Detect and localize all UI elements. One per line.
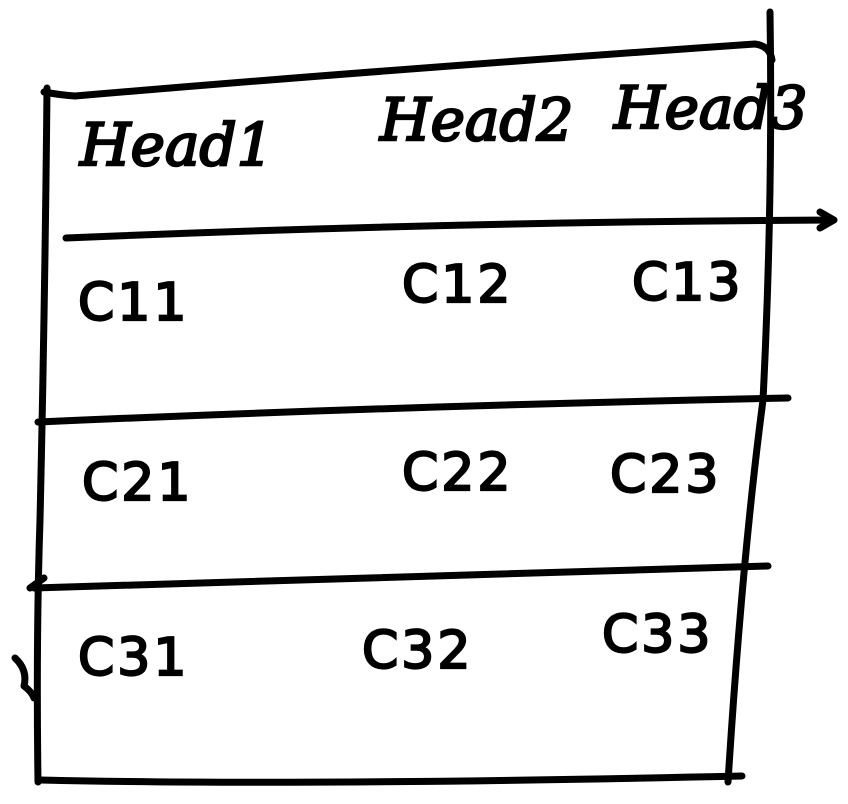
table-cell: C23 (610, 445, 721, 505)
table-row: C21 C22 C23 (81, 442, 721, 514)
table-cell: C22 (402, 443, 513, 503)
header-divider-arrow (62, 208, 838, 242)
table-cell: C31 (78, 628, 189, 688)
table-header-row: Head1 Head2 Head3 (78, 73, 809, 180)
frame-top-line (40, 40, 776, 100)
table-cell: C21 (82, 453, 193, 513)
table-cell: C13 (632, 253, 743, 313)
column-header-1: Head1 (79, 111, 274, 179)
table-row: C11 C12 C13 (77, 252, 743, 334)
row-divider-1 (34, 394, 792, 426)
table-cell: C12 (402, 255, 513, 315)
row-dividers (26, 208, 838, 592)
table-cell: C11 (78, 273, 189, 333)
column-header-2: Head2 (379, 86, 574, 154)
left-bracket-mark (11, 654, 38, 702)
frame-bottom-line (36, 772, 746, 786)
table-row: C31 C32 C33 (77, 604, 713, 689)
frame-left-line (33, 84, 51, 786)
table-cell: C33 (602, 605, 713, 665)
row-divider-2 (26, 562, 772, 592)
table-cell: C32 (362, 621, 473, 681)
column-header-3: Head3 (613, 74, 808, 142)
